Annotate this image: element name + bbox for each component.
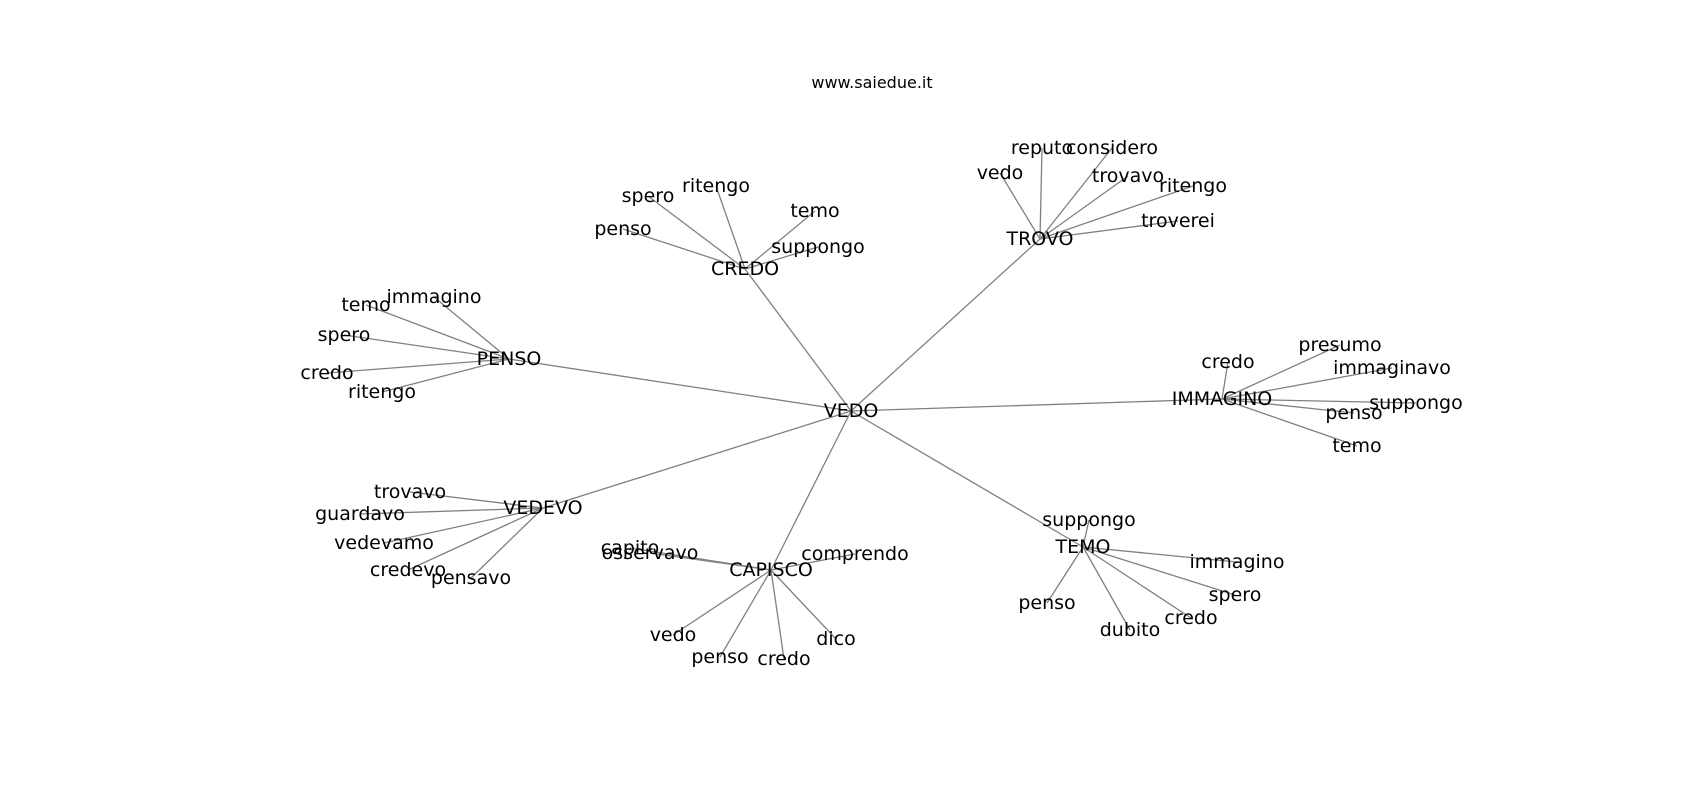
edge-credo-penso — [622, 228, 746, 270]
node-hub-credo: CREDO — [711, 258, 779, 280]
edge-temo-dubito — [1082, 546, 1131, 631]
edge-capisco-penso — [719, 569, 772, 658]
node-leaf-credo-suppongo: suppongo — [771, 236, 864, 258]
node-leaf-capisco-comprendo: comprendo — [801, 543, 908, 565]
edge-immagino-penso — [1221, 398, 1355, 414]
node-hub-capisco: CAPISCO — [729, 559, 813, 581]
node-leaf-vedevo-trovavo: trovavo — [374, 481, 446, 503]
node-leaf-vedevo-vedevamo: vedevamo — [334, 532, 434, 554]
node-leaf-penso-credo: credo — [300, 362, 353, 384]
edge-capisco-comprendo — [770, 553, 856, 571]
edge-penso-ritengo — [381, 358, 510, 393]
edge-temo-suppongo — [1082, 519, 1090, 548]
edge-credo-suppongo — [744, 246, 819, 270]
node-leaf-credo-spero: spero — [622, 185, 675, 207]
node-leaf-penso-immagino: immagino — [387, 286, 482, 308]
node-leaf-vedevo-guardavo: guardavo — [315, 503, 405, 525]
node-leaf-trovo-vedo: vedo — [977, 162, 1024, 184]
edge-penso-spero — [343, 334, 510, 360]
node-leaf-capisco-vedo: vedo — [650, 624, 697, 646]
edge-vedo-vedevo — [542, 410, 852, 509]
node-leaf-temo-suppongo: suppongo — [1042, 509, 1135, 531]
node-leaf-credo-penso: penso — [594, 218, 651, 240]
node-labels: VEDOTROVOvedoreputoconsiderotrovavoriten… — [300, 137, 1462, 670]
edge-capisco-dico — [770, 569, 837, 640]
edge-trovo-ritengo — [1039, 185, 1194, 240]
edge-credo-temo — [744, 210, 816, 270]
node-leaf-temo-penso: penso — [1018, 592, 1075, 614]
node-leaf-penso-ritengo: ritengo — [348, 381, 416, 403]
edge-immagino-suppongo — [1221, 398, 1417, 404]
node-hub-trovo: TROVO — [1005, 228, 1073, 250]
edge-credo-ritengo — [715, 185, 746, 270]
node-leaf-capisco-penso: penso — [691, 646, 748, 668]
edge-vedo-immagino — [850, 398, 1223, 412]
edge-temo-immagino — [1082, 546, 1238, 563]
edge-vedo-penso — [508, 358, 852, 412]
node-leaf-credo-temo: temo — [790, 200, 839, 222]
edge-capisco-osservavo — [649, 552, 772, 571]
edge-trovo-reputo — [1039, 147, 1043, 240]
node-leaf-capisco-dico: dico — [816, 628, 855, 650]
edge-temo-spero — [1082, 546, 1236, 596]
node-leaf-vedevo-pensavo: pensavo — [431, 567, 511, 589]
edge-trovo-troverei — [1039, 220, 1179, 240]
edge-vedevo-pensavo — [470, 507, 544, 579]
node-leaf-capisco-osservavo: osservavo — [602, 542, 699, 564]
edge-trovo-vedo — [999, 172, 1041, 240]
node-leaf-immagino-credo: credo — [1201, 351, 1254, 373]
edge-vedevo-credevo — [407, 507, 544, 571]
node-leaf-trovo-trovavo: trovavo — [1092, 165, 1164, 187]
node-leaf-immagino-immaginavo: immaginavo — [1333, 357, 1451, 379]
edge-vedo-capisco — [770, 410, 852, 571]
node-leaf-capisco-credo: credo — [757, 648, 810, 670]
edge-immagino-temo — [1221, 398, 1358, 447]
edge-immagino-credo — [1221, 361, 1229, 400]
node-leaf-trovo-reputo: reputo — [1011, 137, 1073, 159]
edge-vedevo-guardavo — [359, 507, 544, 515]
node-leaf-immagino-suppongo: suppongo — [1369, 392, 1462, 414]
node-leaf-vedevo-credevo: credevo — [370, 559, 446, 581]
node-leaf-temo-spero: spero — [1209, 584, 1262, 606]
node-leaf-capisco-capito: capito — [601, 537, 660, 559]
edge-immagino-presumo — [1221, 344, 1341, 400]
node-hub-immagino: IMMAGINO — [1172, 388, 1273, 410]
node-leaf-penso-spero: spero — [318, 324, 371, 346]
edge-capisco-credo — [770, 569, 785, 660]
edge-penso-temo — [365, 304, 510, 360]
node-leaf-penso-temo: temo — [341, 294, 390, 316]
edge-temo-penso — [1046, 546, 1084, 604]
node-leaf-immagino-temo: temo — [1332, 435, 1381, 457]
edge-vedo-trovo — [850, 238, 1041, 412]
node-hub-penso: PENSO — [477, 348, 542, 370]
node-leaf-credo-ritengo: ritengo — [682, 175, 750, 197]
edge-penso-credo — [326, 358, 510, 374]
edge-temo-credo — [1082, 546, 1192, 619]
node-leaf-trovo-considero: considero — [1066, 137, 1158, 159]
node-leaf-trovo-ritengo: ritengo — [1159, 175, 1227, 197]
node-leaf-immagino-presumo: presumo — [1298, 334, 1381, 356]
node-leaf-temo-credo: credo — [1164, 607, 1217, 629]
edge-vedevo-vedevamo — [383, 507, 544, 544]
edge-immagino-immaginavo — [1221, 367, 1393, 400]
edge-credo-spero — [647, 195, 746, 270]
edge-trovo-considero — [1039, 147, 1113, 240]
edge-trovo-trovavo — [1039, 175, 1129, 240]
node-center-vedo: VEDO — [824, 400, 879, 422]
edge-vedo-credo — [744, 268, 852, 412]
node-leaf-temo-immagino: immagino — [1190, 551, 1285, 573]
node-hub-temo: TEMO — [1055, 536, 1111, 558]
node-leaf-temo-dubito: dubito — [1100, 619, 1161, 641]
node-leaf-immagino-penso: penso — [1325, 402, 1382, 424]
edge-penso-immagino — [433, 296, 510, 360]
diagram-title: www.saiedue.it — [811, 73, 932, 92]
node-leaf-trovo-troverei: troverei — [1141, 210, 1215, 232]
node-hub-vedevo: VEDEVO — [503, 497, 582, 519]
edges — [326, 147, 1417, 660]
edge-vedo-temo — [850, 410, 1084, 548]
edge-capisco-vedo — [672, 569, 772, 636]
edge-vedevo-trovavo — [409, 491, 544, 509]
